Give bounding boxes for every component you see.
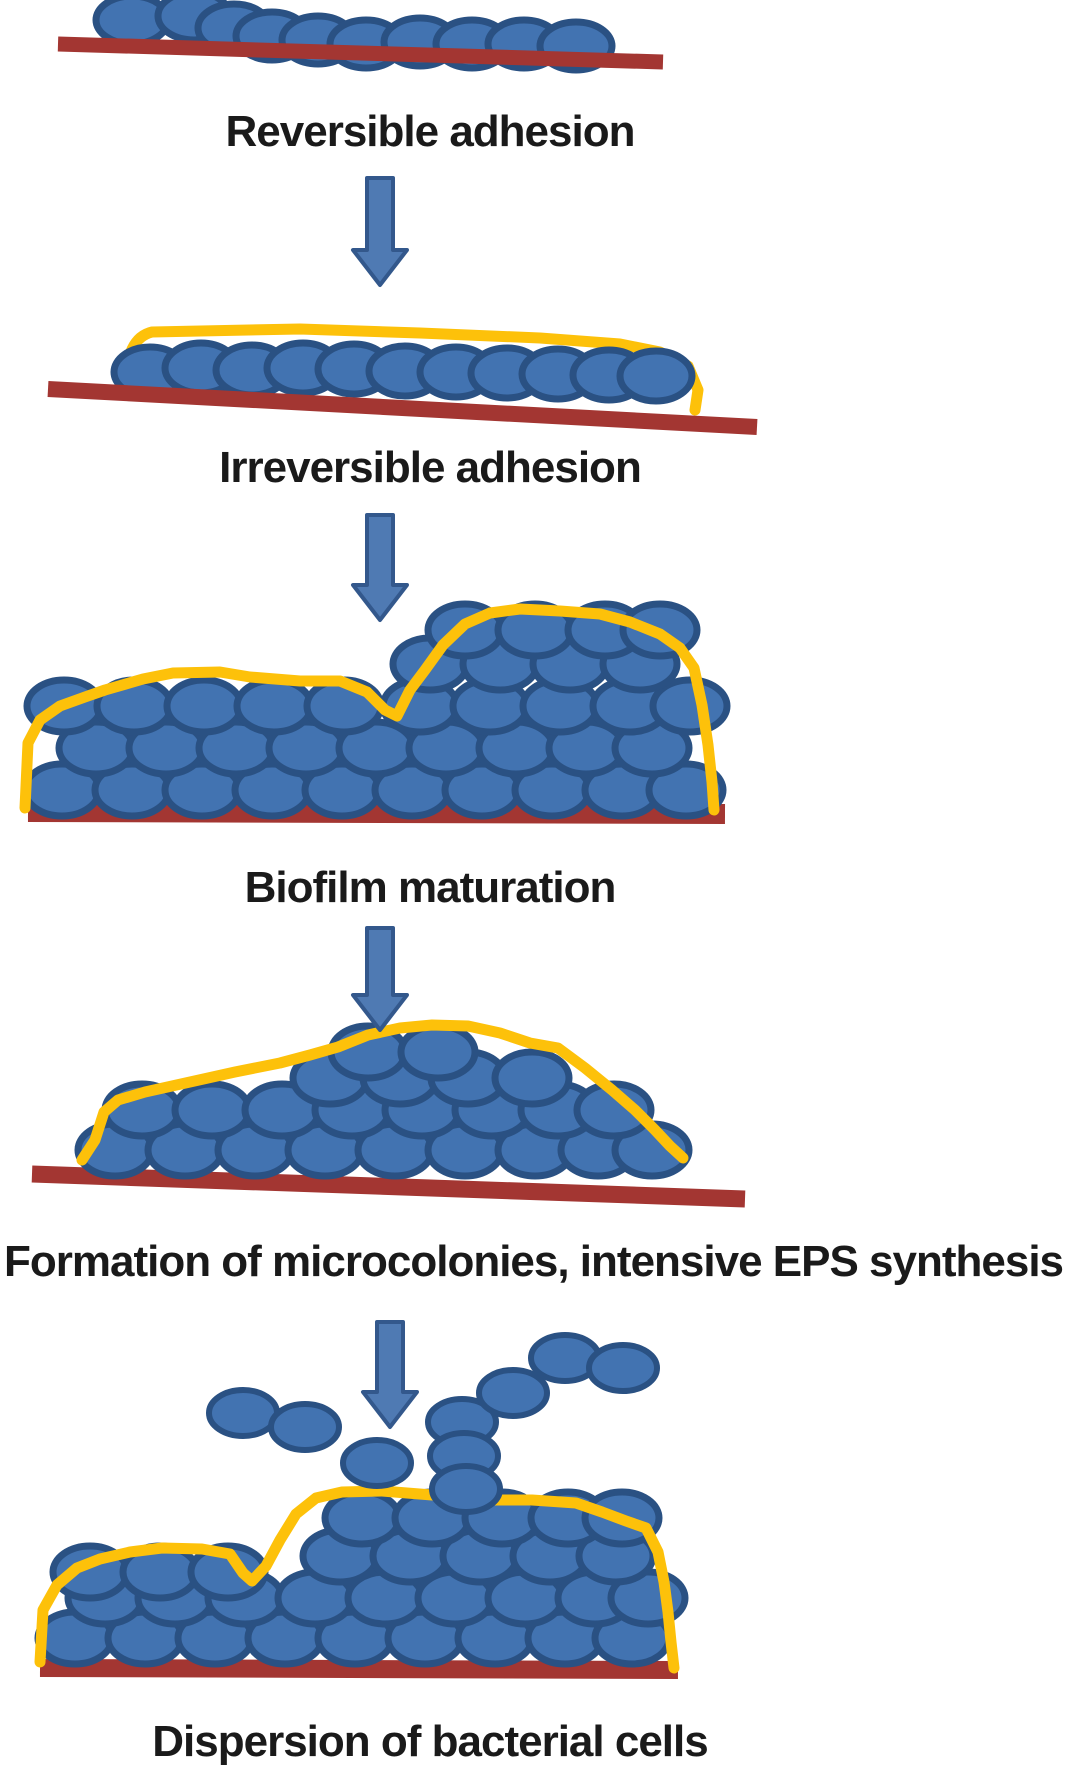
stage-1-reversible-adhesion-scene [57, 0, 664, 74]
eps-matrix-outline [34, 1485, 680, 1674]
bacterial-cell [321, 1488, 403, 1548]
bacterial-cell [268, 1401, 342, 1453]
stage-3-biofilm-maturation-scene [19, 600, 731, 824]
progression-arrow-down-1 [351, 176, 409, 287]
stage-label-microcolonies-eps-synthesis: Formation of microcolonies, intensive EP… [3, 1237, 1064, 1286]
dispersing-cells [206, 1332, 660, 1515]
stage-label-irreversible-adhesion: Irreversible adhesion [219, 443, 642, 492]
eps-matrix-outline [19, 603, 720, 816]
bacterial-cell [476, 1367, 550, 1419]
progression-arrow-down-4 [361, 1320, 419, 1429]
eps-matrix-outline [76, 1019, 689, 1166]
stage-4-microcolonies-scene [31, 1019, 746, 1208]
bacterial-cell [171, 1080, 253, 1140]
substrate-surface [47, 381, 758, 435]
bacterial-cell [429, 1463, 503, 1515]
bacterial-cell [649, 676, 731, 736]
bacterial-cell [340, 1437, 414, 1489]
bacterial-cell [233, 676, 315, 736]
stage-label-biofilm-maturation: Biofilm maturation [244, 863, 617, 912]
progression-arrows [351, 176, 419, 1429]
progression-arrow-down-3 [351, 926, 409, 1032]
stage-label-dispersion: Dispersion of bacterial cells [152, 1717, 708, 1766]
progression-arrow-down-2 [351, 513, 409, 622]
bacterial-cell [573, 1080, 655, 1140]
bacterial-cell [397, 1022, 479, 1082]
stage-label-reversible-adhesion: Reversible adhesion [225, 107, 636, 156]
bacterial-cell [491, 1048, 573, 1108]
stage-2-irreversible-adhesion-scene [47, 323, 758, 435]
bacterial-cell [586, 1342, 660, 1394]
substrate-surface [31, 1165, 746, 1208]
bacterial-cell [206, 1387, 280, 1439]
bacterial-cell [616, 347, 696, 405]
stage-5-dispersion-scene [34, 1485, 689, 1679]
bacterial-cell [163, 676, 245, 736]
substrate-surface [57, 36, 664, 70]
substrate-surface [39, 1659, 679, 1679]
